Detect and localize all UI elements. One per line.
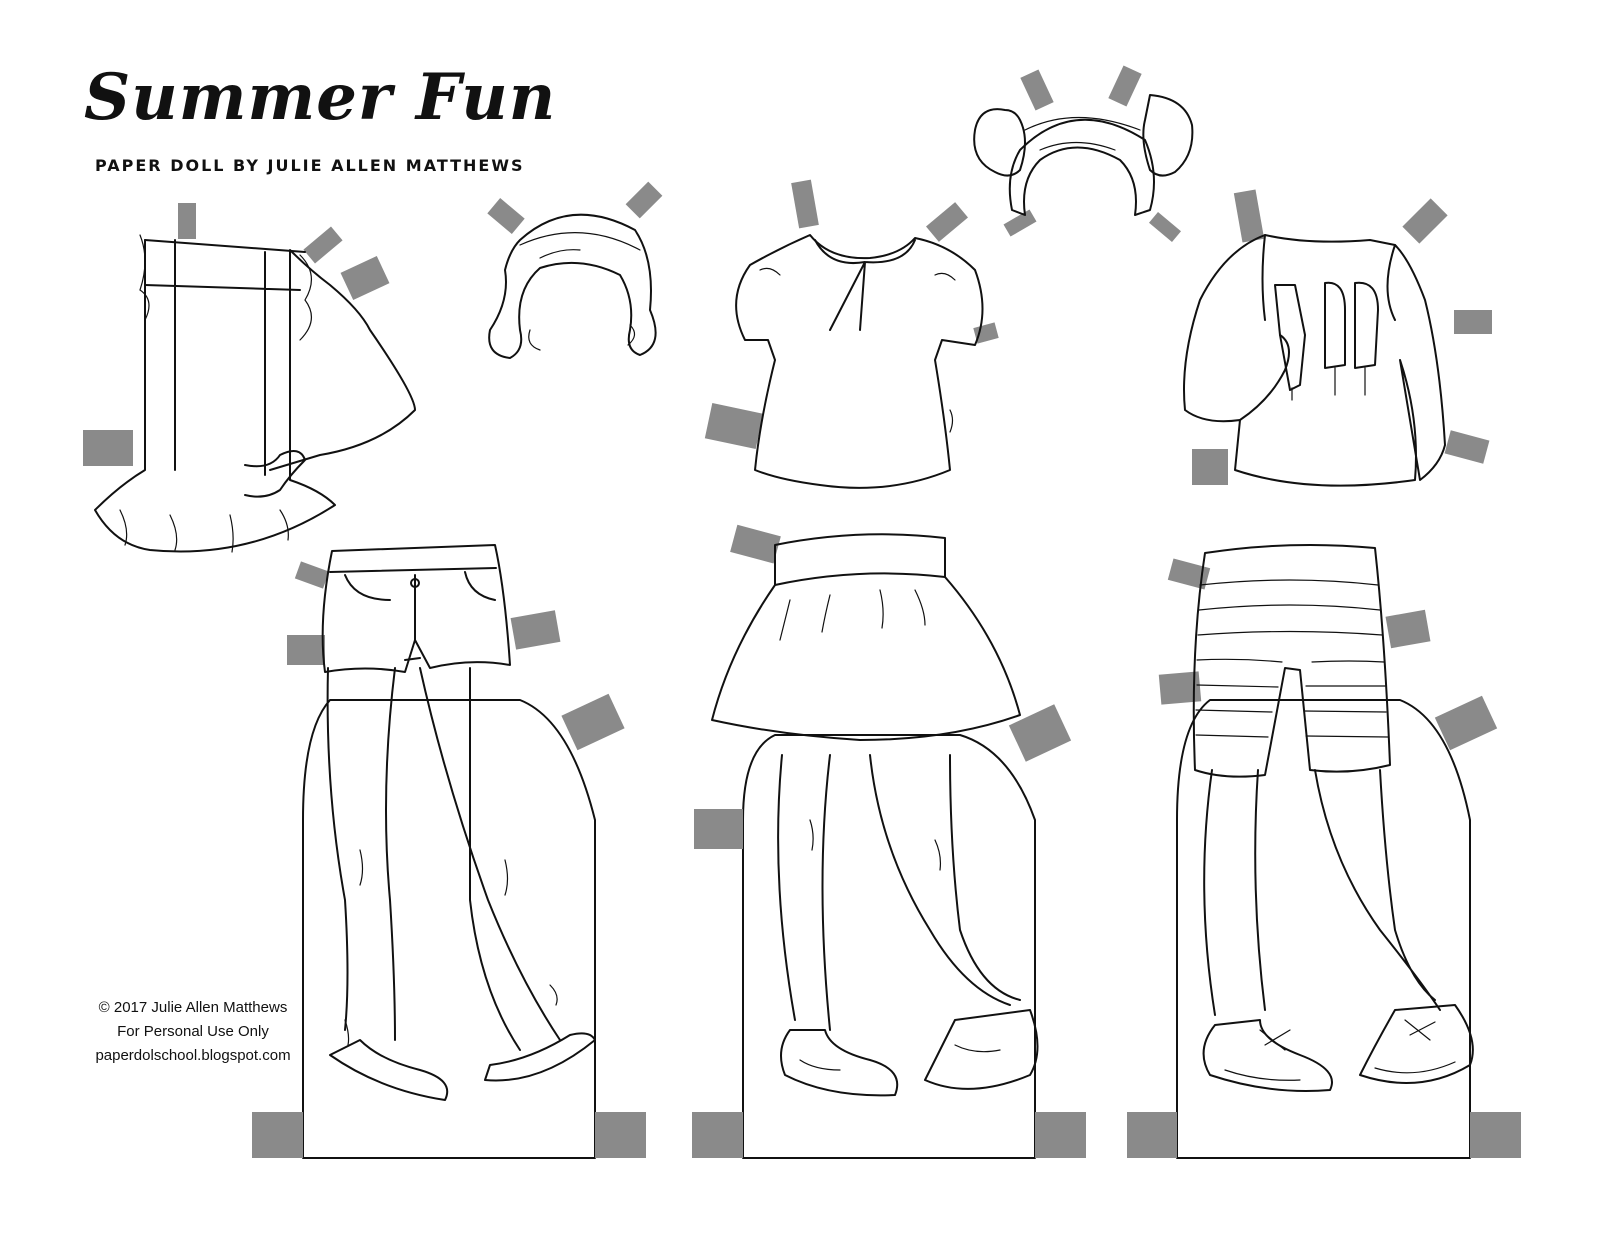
gathered-skirt-cutout: [711, 524, 1021, 741]
denim-shorts-cutout: [287, 544, 625, 751]
ruffle-top-cutout: [83, 203, 416, 553]
striped-shorts-cutout: [1158, 543, 1498, 778]
doll-3-base: [1127, 699, 1521, 1159]
doll-1-base: [252, 667, 646, 1159]
bob-wig-cutout: [487, 181, 663, 359]
copyright-line: © 2017 Julie Allen Matthews: [98, 999, 288, 1016]
copyright-notice: © 2017 Julie Allen Matthews For Personal…: [78, 996, 308, 1068]
puff-pigtails-wig-cutout: [973, 65, 1194, 243]
website-line: paperdolschool.blogspot.com: [95, 1047, 291, 1064]
usage-line: For Personal Use Only: [117, 1023, 269, 1040]
page-title: Summer Fun: [84, 60, 557, 135]
popsicle-print-top-cutout: [1183, 189, 1492, 487]
page-subtitle: PAPER DOLL BY JULIE ALLEN MATTHEWS: [95, 156, 525, 175]
peter-pan-collar-blouse-cutout: [704, 179, 999, 489]
doll-2-base: [692, 704, 1086, 1159]
